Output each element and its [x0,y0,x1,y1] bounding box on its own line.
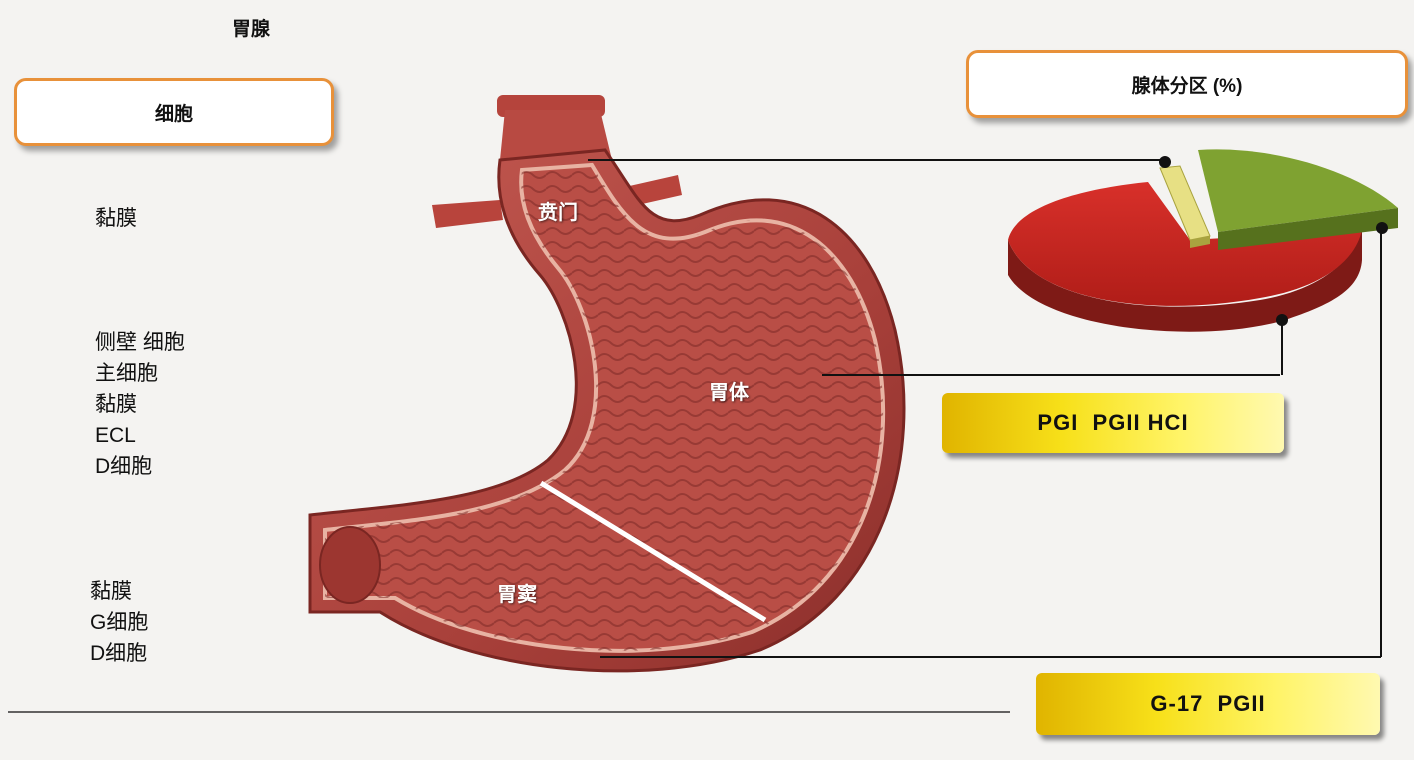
antrum-markers-box: G-17 PGII [1036,673,1380,735]
pylorus [320,527,380,603]
body-markers-label: PGI PGII HCI [1037,410,1188,436]
body-label: 胃体 [709,376,749,405]
cardia-label: 贲门 [538,196,578,225]
body-markers-box: PGI PGII HCI [942,393,1284,453]
antrum-label: 胃窦 [497,578,537,607]
antrum-markers-label: G-17 PGII [1150,691,1265,717]
gland-zone-pie [1008,149,1398,331]
